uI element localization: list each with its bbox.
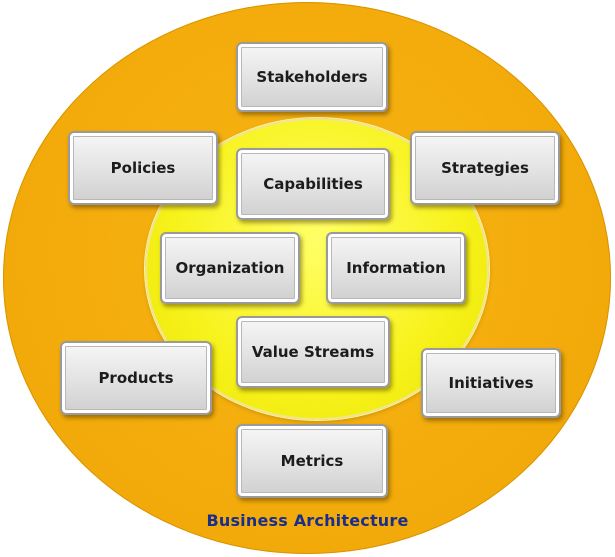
node-metrics: Metrics <box>236 424 388 498</box>
node-policies: Policies <box>68 131 218 205</box>
node-products: Products <box>60 341 212 415</box>
node-capabilities-label: Capabilities <box>263 175 363 193</box>
node-capabilities: Capabilities <box>236 148 390 220</box>
node-value-streams: Value Streams <box>236 316 390 388</box>
node-initiatives-label: Initiatives <box>448 374 534 392</box>
node-metrics-label: Metrics <box>280 452 344 470</box>
node-information-label: Information <box>346 259 446 277</box>
node-stakeholders: Stakeholders <box>236 42 388 112</box>
node-value-streams-label: Value Streams <box>251 343 375 361</box>
node-organization-label: Organization <box>175 259 285 277</box>
node-stakeholders-label: Stakeholders <box>256 68 368 86</box>
node-information: Information <box>326 232 466 304</box>
node-strategies-label: Strategies <box>441 159 529 177</box>
node-organization: Organization <box>160 232 300 304</box>
node-initiatives: Initiatives <box>421 348 561 418</box>
node-strategies: Strategies <box>410 131 560 205</box>
node-policies-label: Policies <box>110 159 176 177</box>
node-products-label: Products <box>98 369 174 387</box>
business-architecture-label: Business Architecture <box>206 511 409 530</box>
